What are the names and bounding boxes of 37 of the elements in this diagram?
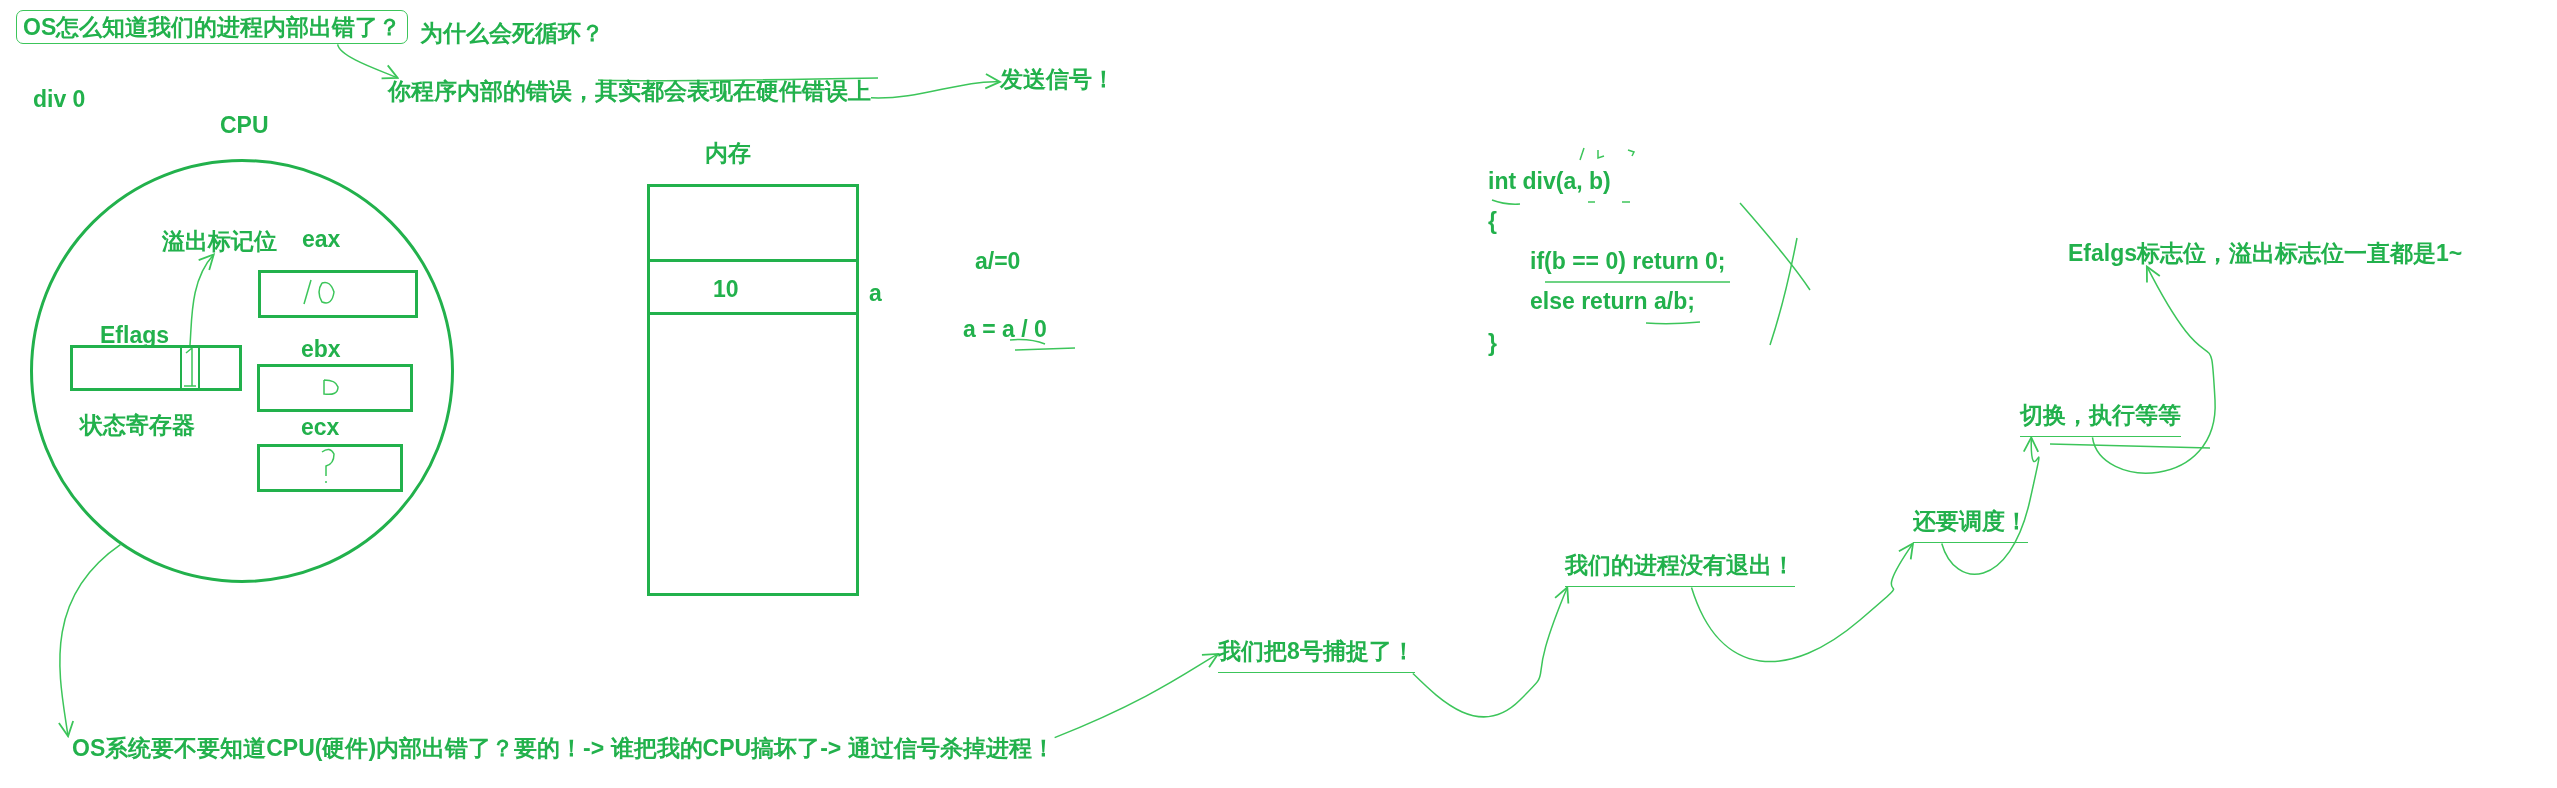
register-caption: 状态寄存器 (80, 411, 195, 440)
memory-heading: 内存 (705, 139, 751, 168)
note-text: Efalgs标志位，溢出标志位一直都是1~ (2068, 240, 2463, 267)
note-text: OS系统要不要知道CPU(硬件)内部出错了？要的！-> 谁把我的CPU搞坏了-> 通过信号杀掉进程！ (72, 735, 1055, 762)
cell-address: a (869, 280, 882, 307)
arrow (870, 73, 1001, 99)
code-line: } (1488, 330, 1497, 357)
arrow (336, 43, 399, 80)
note-text: 我们把8号捕捉了！ (1218, 638, 1415, 674)
note-text: 切换，执行等等 (2020, 402, 2181, 438)
question-box: OS怎么知道我们的进程内部出错了？ (16, 10, 409, 45)
code-line: int div(a, b) (1488, 168, 1611, 195)
note-text: 我们的进程没有退出！ (1565, 552, 1795, 588)
register-label: Eflags (100, 322, 170, 349)
note-text: 你程序内部的错误，其实都会表现在硬件错误上 (388, 78, 871, 105)
circle-heading: CPU (220, 112, 269, 139)
code-line: if(b == 0) return 0; (1530, 248, 1726, 275)
arrow (189, 253, 215, 346)
note-text: 发送信号！ (1000, 66, 1115, 93)
arrow (1412, 586, 1570, 718)
note-text: 还要调度！ (1913, 508, 2028, 544)
note-text: div 0 (33, 86, 86, 113)
note-text: a = a / 0 (963, 316, 1047, 343)
arrow (1053, 653, 1219, 739)
cell-value: 10 (713, 276, 739, 303)
register-label: ebx (301, 336, 341, 363)
arrow (1941, 436, 2040, 575)
code-line: { (1488, 208, 1497, 235)
arrow (57, 543, 122, 738)
flag-label: 溢出标记位 (162, 228, 277, 255)
note-text: 为什么会死循环？ (420, 19, 604, 48)
register-label: eax (302, 226, 341, 253)
code-line: else return a/b; (1530, 288, 1695, 315)
register-label: ecx (301, 414, 340, 441)
arrow (1690, 542, 1914, 663)
arrow (2091, 265, 2216, 474)
note-text: a/=0 (975, 248, 1021, 275)
